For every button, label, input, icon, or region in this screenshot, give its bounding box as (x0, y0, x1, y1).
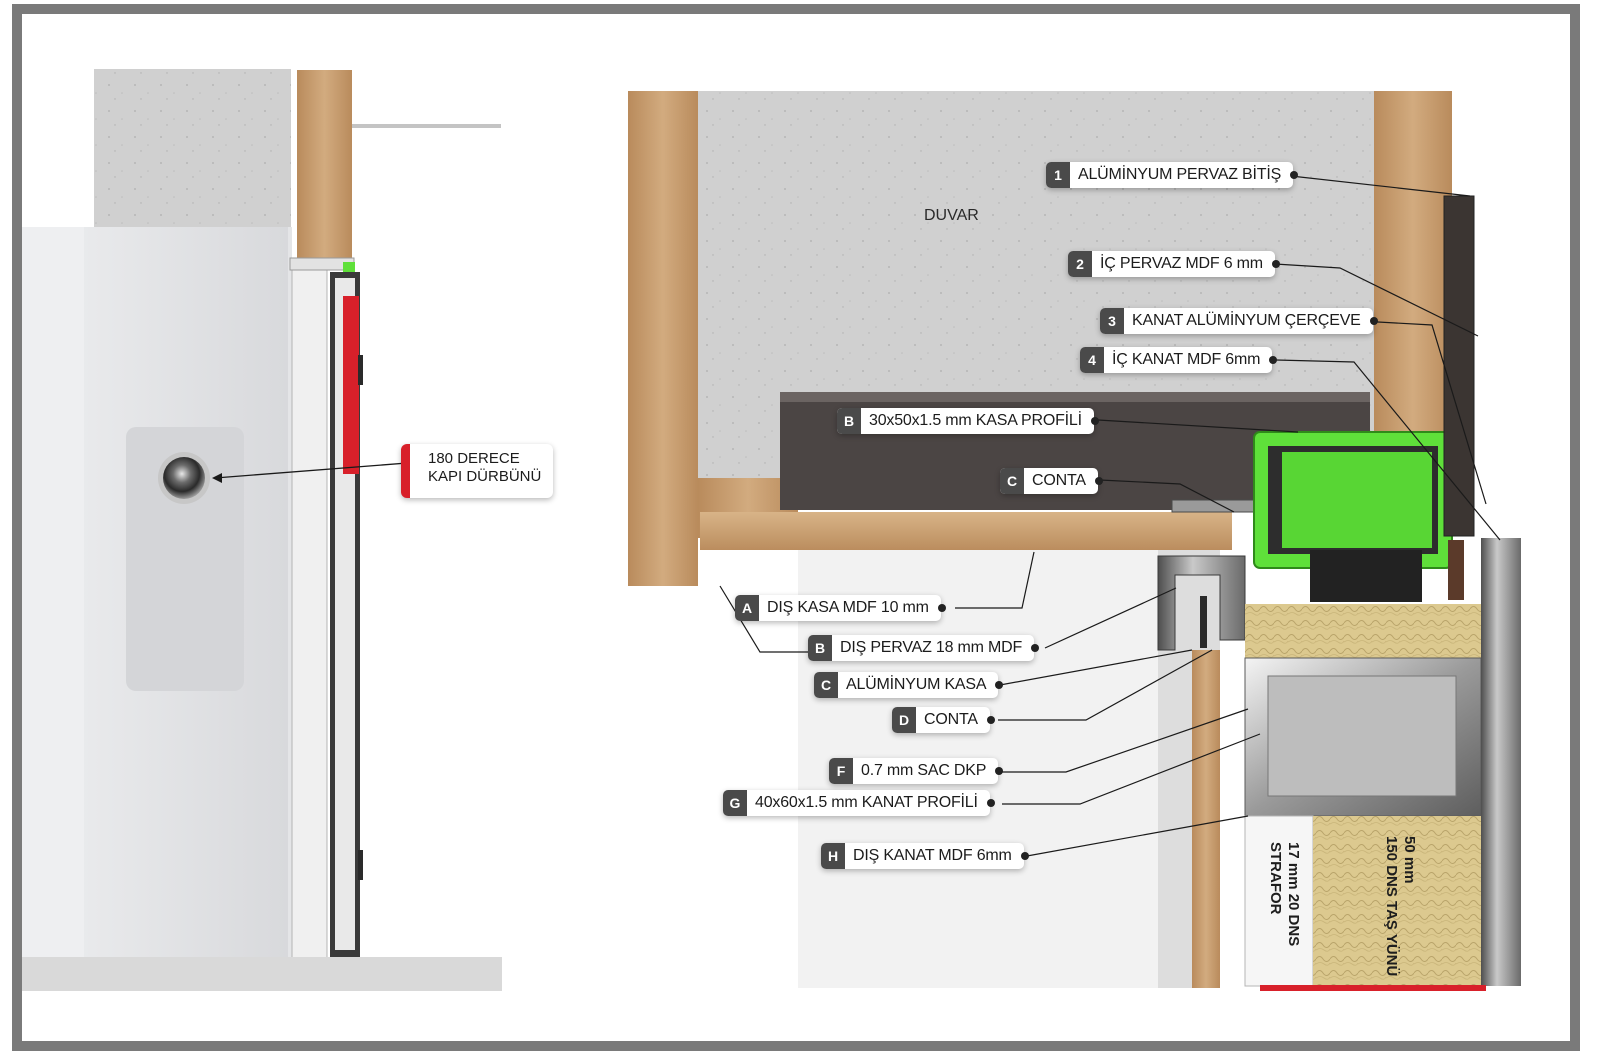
left-hinge-2 (358, 850, 363, 880)
callout-aluminium-trim: 1 ALÜMİNYUM PERVAZ BİTİŞ (1046, 162, 1299, 188)
stone-wool-label: 50 mm 150 DNS TAŞ YÜNÜ (1382, 836, 1418, 976)
right-green-profile-face (1282, 452, 1432, 548)
callout-text: İÇ PERVAZ MDF 6 mm (1100, 255, 1263, 272)
callout-outer-casing-mdf: A DIŞ KASA MDF 10 mm (735, 595, 946, 621)
left-wall-concrete (94, 69, 291, 227)
strafor-label-line1: 17 mm 20 DNS (1285, 842, 1302, 947)
left-frame-strip (291, 257, 328, 961)
leader-dot (1094, 477, 1103, 485)
callout-badge: 1 (1046, 162, 1070, 188)
callout-text: İÇ KANAT MDF 6mm (1112, 351, 1261, 368)
leader-dot (986, 799, 995, 807)
strafor-label: 17 mm 20 DNS STRAFOR (1266, 842, 1302, 946)
right-aluminium-trim (1443, 195, 1475, 537)
callout-text: DIŞ PERVAZ 18 mm MDF (840, 639, 1023, 656)
leader-dot (995, 767, 1004, 775)
right-casing-mdf-18mm (700, 512, 1232, 550)
callout-badge: H (821, 843, 845, 869)
right-strafor (1244, 815, 1314, 987)
leader-dot (1020, 852, 1029, 860)
right-gasket-c (1171, 499, 1263, 513)
callout-badge: C (1000, 468, 1024, 494)
callout-text: KANAT ALÜMİNYUM ÇERÇEVE (1132, 312, 1361, 329)
callout-badge: 3 (1100, 308, 1124, 334)
callout-badge: C (814, 672, 838, 698)
callout-text: 30x50x1.5 mm KASA PROFİLİ (869, 412, 1082, 429)
callout-frame-profile: B 30x50x1.5 mm KASA PROFİLİ (837, 408, 1099, 434)
outer-frame (12, 4, 1580, 1051)
callout-text: DIŞ KANAT MDF 6mm (853, 847, 1012, 864)
callout-text: CONTA (1032, 472, 1086, 489)
leader-dot (1271, 260, 1280, 268)
callout-badge: 4 (1080, 347, 1104, 373)
callout-text: ALÜMİNYUM PERVAZ BİTİŞ (1078, 166, 1282, 183)
peephole-callout: 180 DERECE KAPI DÜRBÜNÜ (401, 444, 553, 498)
callout-badge: D (892, 707, 916, 733)
peephole-callout-line2: KAPI DÜRBÜNÜ (428, 468, 542, 485)
peephole-leader (214, 461, 421, 479)
stone-wool-label-line2: 150 DNS TAŞ YÜNÜ (1383, 836, 1400, 977)
peephole-plate (126, 427, 244, 691)
callout-badge: B (808, 635, 832, 661)
right-frame-cavity-top (780, 392, 1370, 402)
leader-dot (1369, 317, 1378, 325)
left-floor (22, 957, 502, 991)
right-red-bottom-strip (1260, 985, 1486, 991)
right-outer-door-mdf (1192, 650, 1220, 988)
callout-outer-leaf-mdf: H DIŞ KANAT MDF 6mm (821, 843, 1029, 869)
callout-outer-trim-mdf: B DIŞ PERVAZ 18 mm MDF (808, 635, 1040, 661)
callout-inner-leaf-mdf: 4 İÇ KANAT MDF 6mm (1080, 347, 1278, 373)
callout-text: 40x60x1.5 mm KANAT PROFİLİ (755, 794, 978, 811)
stone-wool-label-line1: 50 mm (1401, 836, 1418, 884)
callout-leaf-aluminium-frame: 3 KANAT ALÜMİNYUM ÇERÇEVE (1100, 308, 1378, 334)
callout-badge: B (837, 408, 861, 434)
right-profile-base (1310, 550, 1422, 602)
strafor-label-line2: STRAFOR (1267, 842, 1284, 915)
peephole-arrow (212, 473, 222, 483)
leader-dot (1269, 356, 1278, 364)
callout-badge: F (829, 758, 853, 784)
leader-dot (937, 604, 946, 612)
callout-inner-casing: 2 İÇ PERVAZ MDF 6 mm (1068, 251, 1280, 277)
callout-aluminium-frame: C ALÜMİNYUM KASA (814, 672, 1004, 698)
leader-dot (1090, 417, 1099, 425)
callout-text: ALÜMİNYUM KASA (846, 676, 987, 693)
right-stone-wool (1313, 816, 1481, 986)
callout-gasket-top: C CONTA (1000, 468, 1103, 494)
leader-dot (995, 681, 1004, 689)
left-jamb-wood (297, 70, 352, 260)
right-outer-wood-post (628, 91, 698, 586)
peephole-callout-line1: 180 DERECE (428, 450, 520, 467)
wall-label: DUVAR (924, 207, 979, 224)
right-profile-hollow (1267, 675, 1457, 797)
callout-badge: A (735, 595, 759, 621)
right-inner-door-edge (1481, 538, 1521, 986)
callout-steel-sheet: F 0.7 mm SAC DKP (829, 758, 1004, 784)
leader-dot (986, 716, 995, 724)
right-upper-wool (1245, 604, 1481, 662)
leader-dot (1290, 171, 1299, 179)
left-hinge-1 (358, 355, 363, 385)
right-seal-brush (1448, 540, 1464, 600)
callout-text: 0.7 mm SAC DKP (861, 762, 987, 779)
callout-gasket-bottom: D CONTA (892, 707, 995, 733)
callout-badge: 2 (1068, 251, 1092, 277)
right-leader-lines (719, 175, 1501, 857)
left-green-profile (343, 262, 355, 274)
callout-leaf-profile: G 40x60x1.5 mm KANAT PROFİLİ (723, 790, 995, 816)
callout-badge: G (723, 790, 747, 816)
peephole-icon (163, 457, 205, 499)
callout-text: DIŞ KASA MDF 10 mm (767, 599, 929, 616)
left-door-edge (22, 227, 84, 960)
leader-dot (1031, 644, 1040, 652)
right-gasket-d (1200, 596, 1207, 648)
left-red-seal (343, 296, 359, 474)
right-aluminium-frame (1157, 555, 1246, 651)
left-top-line (352, 124, 501, 128)
callout-text: CONTA (924, 711, 978, 728)
